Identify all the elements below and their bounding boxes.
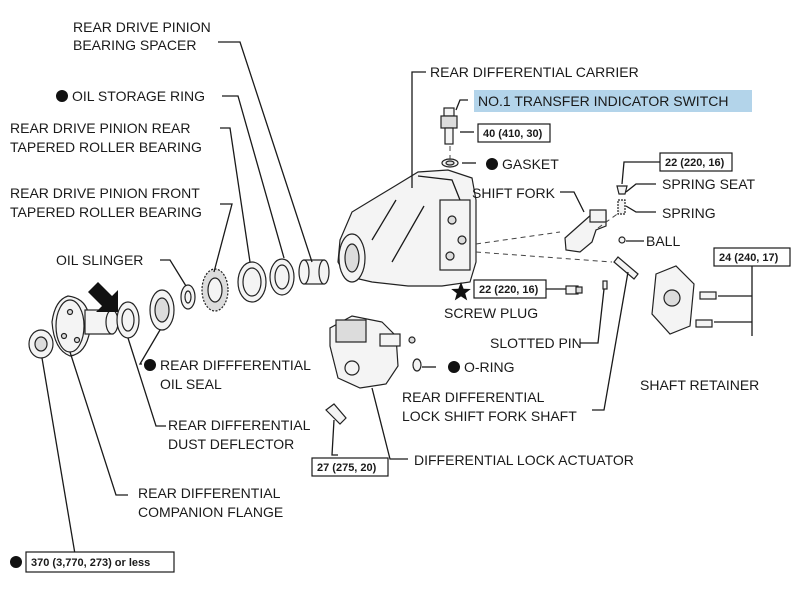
torque-switch: 40 (410, 30) bbox=[483, 128, 543, 140]
precoated-star-icon bbox=[451, 282, 471, 301]
label-oil-seal-1: REAR DIFFFERENTIAL bbox=[160, 357, 311, 373]
label-actuator: DIFFERENTIAL LOCK ACTUATOR bbox=[414, 452, 634, 468]
label-rear-bearing-1: REAR DRIVE PINION REAR bbox=[10, 120, 190, 136]
label-fork-shaft-2: LOCK SHIFT FORK SHAFT bbox=[402, 408, 577, 424]
highlight-box bbox=[474, 90, 752, 112]
bearing-spacer bbox=[298, 259, 330, 285]
label-spring-seat: SPRING SEAT bbox=[662, 176, 756, 192]
torque-box-screw-plug bbox=[473, 279, 547, 299]
label-fork-shaft-1: REAR DIFFERENTIAL bbox=[402, 389, 545, 405]
label-shift-fork: SHIFT FORK bbox=[472, 185, 556, 201]
parts-labels: REAR DRIVE PINION BEARING SPACER OIL STO… bbox=[10, 19, 759, 520]
shaft-retainer bbox=[651, 265, 717, 335]
installation-arrow-icon bbox=[88, 282, 118, 312]
oil-slinger bbox=[180, 284, 196, 310]
label-ball: BALL bbox=[646, 233, 680, 249]
shift-fork-shaft bbox=[613, 256, 639, 280]
gasket bbox=[441, 158, 459, 168]
torque-box-companion-nut bbox=[25, 551, 175, 573]
label-front-bearing-1: REAR DRIVE PINION FRONT bbox=[10, 185, 200, 201]
label-indicator-switch: NO.1 TRANSFER INDICATOR SWITCH bbox=[478, 93, 728, 109]
non-reusable-icon bbox=[56, 90, 68, 102]
torque-spring-seat: 22 (220, 16) bbox=[665, 157, 725, 169]
label-gasket: GASKET bbox=[502, 156, 559, 172]
torque-box-spring-seat bbox=[659, 152, 733, 172]
non-reusable-icon bbox=[448, 361, 460, 373]
companion-flange bbox=[51, 295, 119, 357]
front-tapered-roller-bearing bbox=[201, 268, 229, 312]
label-spring: SPRING bbox=[662, 205, 716, 221]
torque-actuator: 27 (275, 20) bbox=[317, 462, 377, 474]
torque-screw-plug: 22 (220, 16) bbox=[479, 284, 539, 296]
label-companion-flange-1: REAR DIFFERENTIAL bbox=[138, 485, 281, 501]
differential-lock-actuator bbox=[329, 315, 416, 389]
torque-companion-nut: 370 (3,770, 273) or less bbox=[31, 557, 150, 569]
spring-seat-assembly bbox=[616, 185, 628, 244]
actuator-bolt bbox=[325, 403, 347, 425]
label-oil-seal-2: OIL SEAL bbox=[160, 376, 222, 392]
rear-tapered-roller-bearing bbox=[237, 261, 267, 303]
non-reusable-icon bbox=[10, 556, 22, 568]
label-bearing-spacer-1: REAR DRIVE PINION bbox=[73, 19, 211, 35]
label-o-ring: O-RING bbox=[464, 359, 515, 375]
differential-carrier bbox=[337, 169, 477, 287]
label-shaft-retainer: SHAFT RETAINER bbox=[640, 377, 759, 393]
non-reusable-icon bbox=[486, 158, 498, 170]
indicator-switch bbox=[440, 107, 458, 145]
label-dust-deflector-2: DUST DEFLECTOR bbox=[168, 436, 294, 452]
torque-shaft-retainer: 24 (240, 17) bbox=[719, 252, 779, 264]
label-oil-storage-ring: OIL STORAGE RING bbox=[72, 88, 205, 104]
torque-box-shaft-retainer bbox=[713, 247, 791, 267]
label-bearing-spacer-2: BEARING SPACER bbox=[73, 37, 196, 53]
companion-flange-nut bbox=[28, 329, 54, 359]
non-reusable-icon bbox=[144, 359, 156, 371]
label-screw-plug: SCREW PLUG bbox=[444, 305, 538, 321]
label-differential-carrier: REAR DIFFERENTIAL CARRIER bbox=[430, 64, 639, 80]
label-front-bearing-2: TAPERED ROLLER BEARING bbox=[10, 204, 202, 220]
torque-box-switch bbox=[477, 123, 551, 143]
label-companion-flange-2: COMPANION FLANGE bbox=[138, 504, 283, 520]
label-oil-slinger: OIL SLINGER bbox=[56, 252, 143, 268]
oil-seal bbox=[149, 289, 175, 331]
screw-plug bbox=[565, 285, 583, 295]
dust-deflector bbox=[116, 301, 140, 339]
label-slotted-pin: SLOTTED PIN bbox=[490, 335, 582, 351]
torque-box-actuator bbox=[311, 457, 389, 477]
slotted-pin bbox=[602, 280, 608, 290]
label-rear-bearing-2: TAPERED ROLLER BEARING bbox=[10, 139, 202, 155]
torque-specs: 40 (410, 30) 22 (220, 16) 22 (220, 16) 2… bbox=[10, 123, 791, 573]
label-dust-deflector-1: REAR DIFFERENTIAL bbox=[168, 417, 311, 433]
o-ring bbox=[412, 358, 422, 372]
shift-fork bbox=[564, 209, 607, 253]
oil-storage-ring bbox=[269, 258, 295, 296]
